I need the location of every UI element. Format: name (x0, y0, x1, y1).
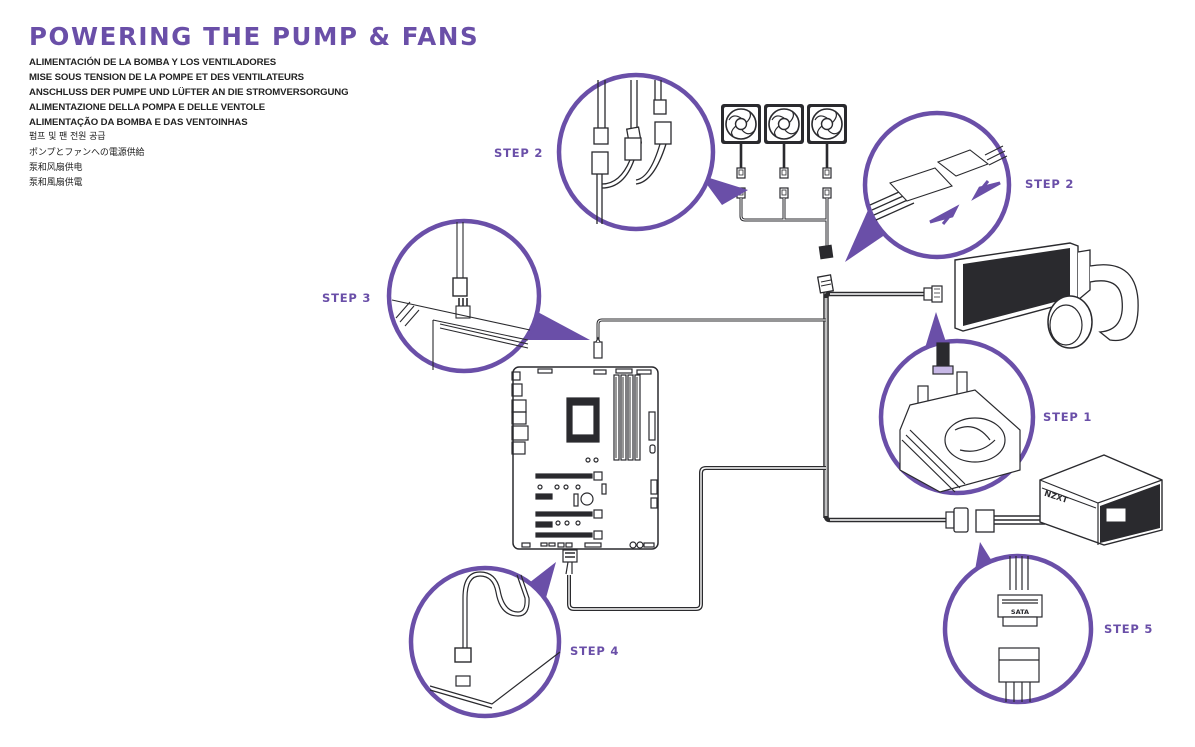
callout-step4 (408, 562, 562, 719)
sata-connector-pair (945, 507, 1045, 533)
fan-header-plug (593, 336, 603, 359)
step2-connector-label: STEP 2 (1025, 177, 1075, 191)
step4-label: STEP 4 (570, 644, 620, 658)
main-cable-harness (567, 290, 948, 611)
pump-connector (923, 285, 943, 303)
page-title: POWERING THE PUMP & FANS (29, 22, 480, 51)
callout-step5: SATA (942, 542, 1094, 705)
callout-step3 (386, 218, 590, 374)
step1-label: STEP 1 (1043, 410, 1093, 424)
title-de: ANSCHLUSS DER PUMPE UND LÜFTER AN DIE ST… (29, 87, 349, 99)
fan-1 (720, 103, 762, 145)
step3-label: STEP 3 (322, 291, 372, 305)
power-supply: NZXT (1039, 454, 1163, 546)
title-zh-tw: 泵和風扇供電 (29, 177, 83, 188)
title-es: ALIMENTACIÓN DE LA BOMBA Y LOS VENTILADO… (29, 57, 277, 68)
title-ko: 펌프 및 팬 전원 공급 (29, 132, 106, 143)
translated-titles: ALIMENTACIÓN DE LA BOMBA Y LOS VENTILADO… (29, 55, 349, 191)
step5-label: STEP 5 (1104, 622, 1154, 636)
title-fr: MISE SOUS TENSION DE LA POMPE ET DES VEN… (29, 72, 304, 84)
sata-label: SATA (1011, 608, 1029, 616)
step2-fans-label: STEP 2 (494, 146, 544, 160)
fan-3 (806, 103, 848, 145)
title-ja: ポンプとファンへの電源供給 (29, 147, 145, 158)
callout-step1 (878, 312, 1036, 496)
callout-step2-fans (556, 72, 748, 232)
fan-splitter-connector (816, 274, 835, 294)
motherboard (511, 366, 659, 550)
fan-2 (763, 103, 805, 145)
aio-radiator (954, 242, 1139, 349)
callout-step2-connector (845, 110, 1012, 262)
usb-header-plug (562, 549, 578, 575)
title-pt: ALIMENTAÇÃO DA BOMBA E DAS VENTOINHAS (29, 117, 248, 129)
title-zh-cn: 泵和风扇供电 (29, 162, 83, 173)
title-it: ALIMENTAZIONE DELLA POMPA E DELLE VENTOL… (29, 102, 266, 114)
case-fans (720, 103, 848, 260)
